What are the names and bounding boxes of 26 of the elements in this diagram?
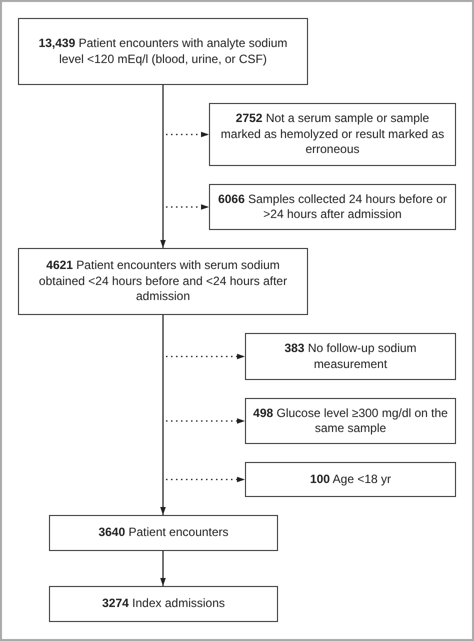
box-text: 498 Glucose level ≥300 mg/dl on the same sample xyxy=(252,406,449,436)
box-text: 6066 Samples collected 24 hours before or >24 hours after admission xyxy=(217,192,448,222)
process-box xyxy=(49,586,278,622)
box-text: 2752 Not a serum sample or sample marked as hemolyzed or result marked as erroneous xyxy=(220,111,446,158)
dotted-arrow xyxy=(166,418,245,424)
arrow xyxy=(160,85,166,248)
box-text: 383 No follow-up sodium measurement xyxy=(283,341,418,372)
process-box xyxy=(245,398,456,444)
box-text: 100 Age <18 yr xyxy=(310,472,392,488)
box-text: 3640 Patient encounters xyxy=(98,525,229,541)
process-box xyxy=(209,184,456,230)
process-box xyxy=(18,248,308,315)
box-text: 4621 Patient encounters with serum sodium obtained <24 hours before and <24 hours after admission xyxy=(38,258,288,305)
process-box xyxy=(49,515,278,551)
process-box xyxy=(245,462,456,497)
dotted-arrow xyxy=(166,132,209,138)
process-box xyxy=(209,103,456,166)
arrow xyxy=(160,551,166,586)
dotted-arrow xyxy=(166,354,245,360)
box-text: 3274 Index admissions xyxy=(102,596,225,612)
dotted-arrow xyxy=(166,476,245,482)
dotted-arrow xyxy=(166,204,209,210)
process-box xyxy=(245,333,456,380)
arrow xyxy=(160,315,166,515)
process-box xyxy=(18,18,308,85)
box-text: 13,439 Patient encounters with analyte sodium level <120 mEq/l (blood, urine, or CSF) xyxy=(38,36,288,67)
